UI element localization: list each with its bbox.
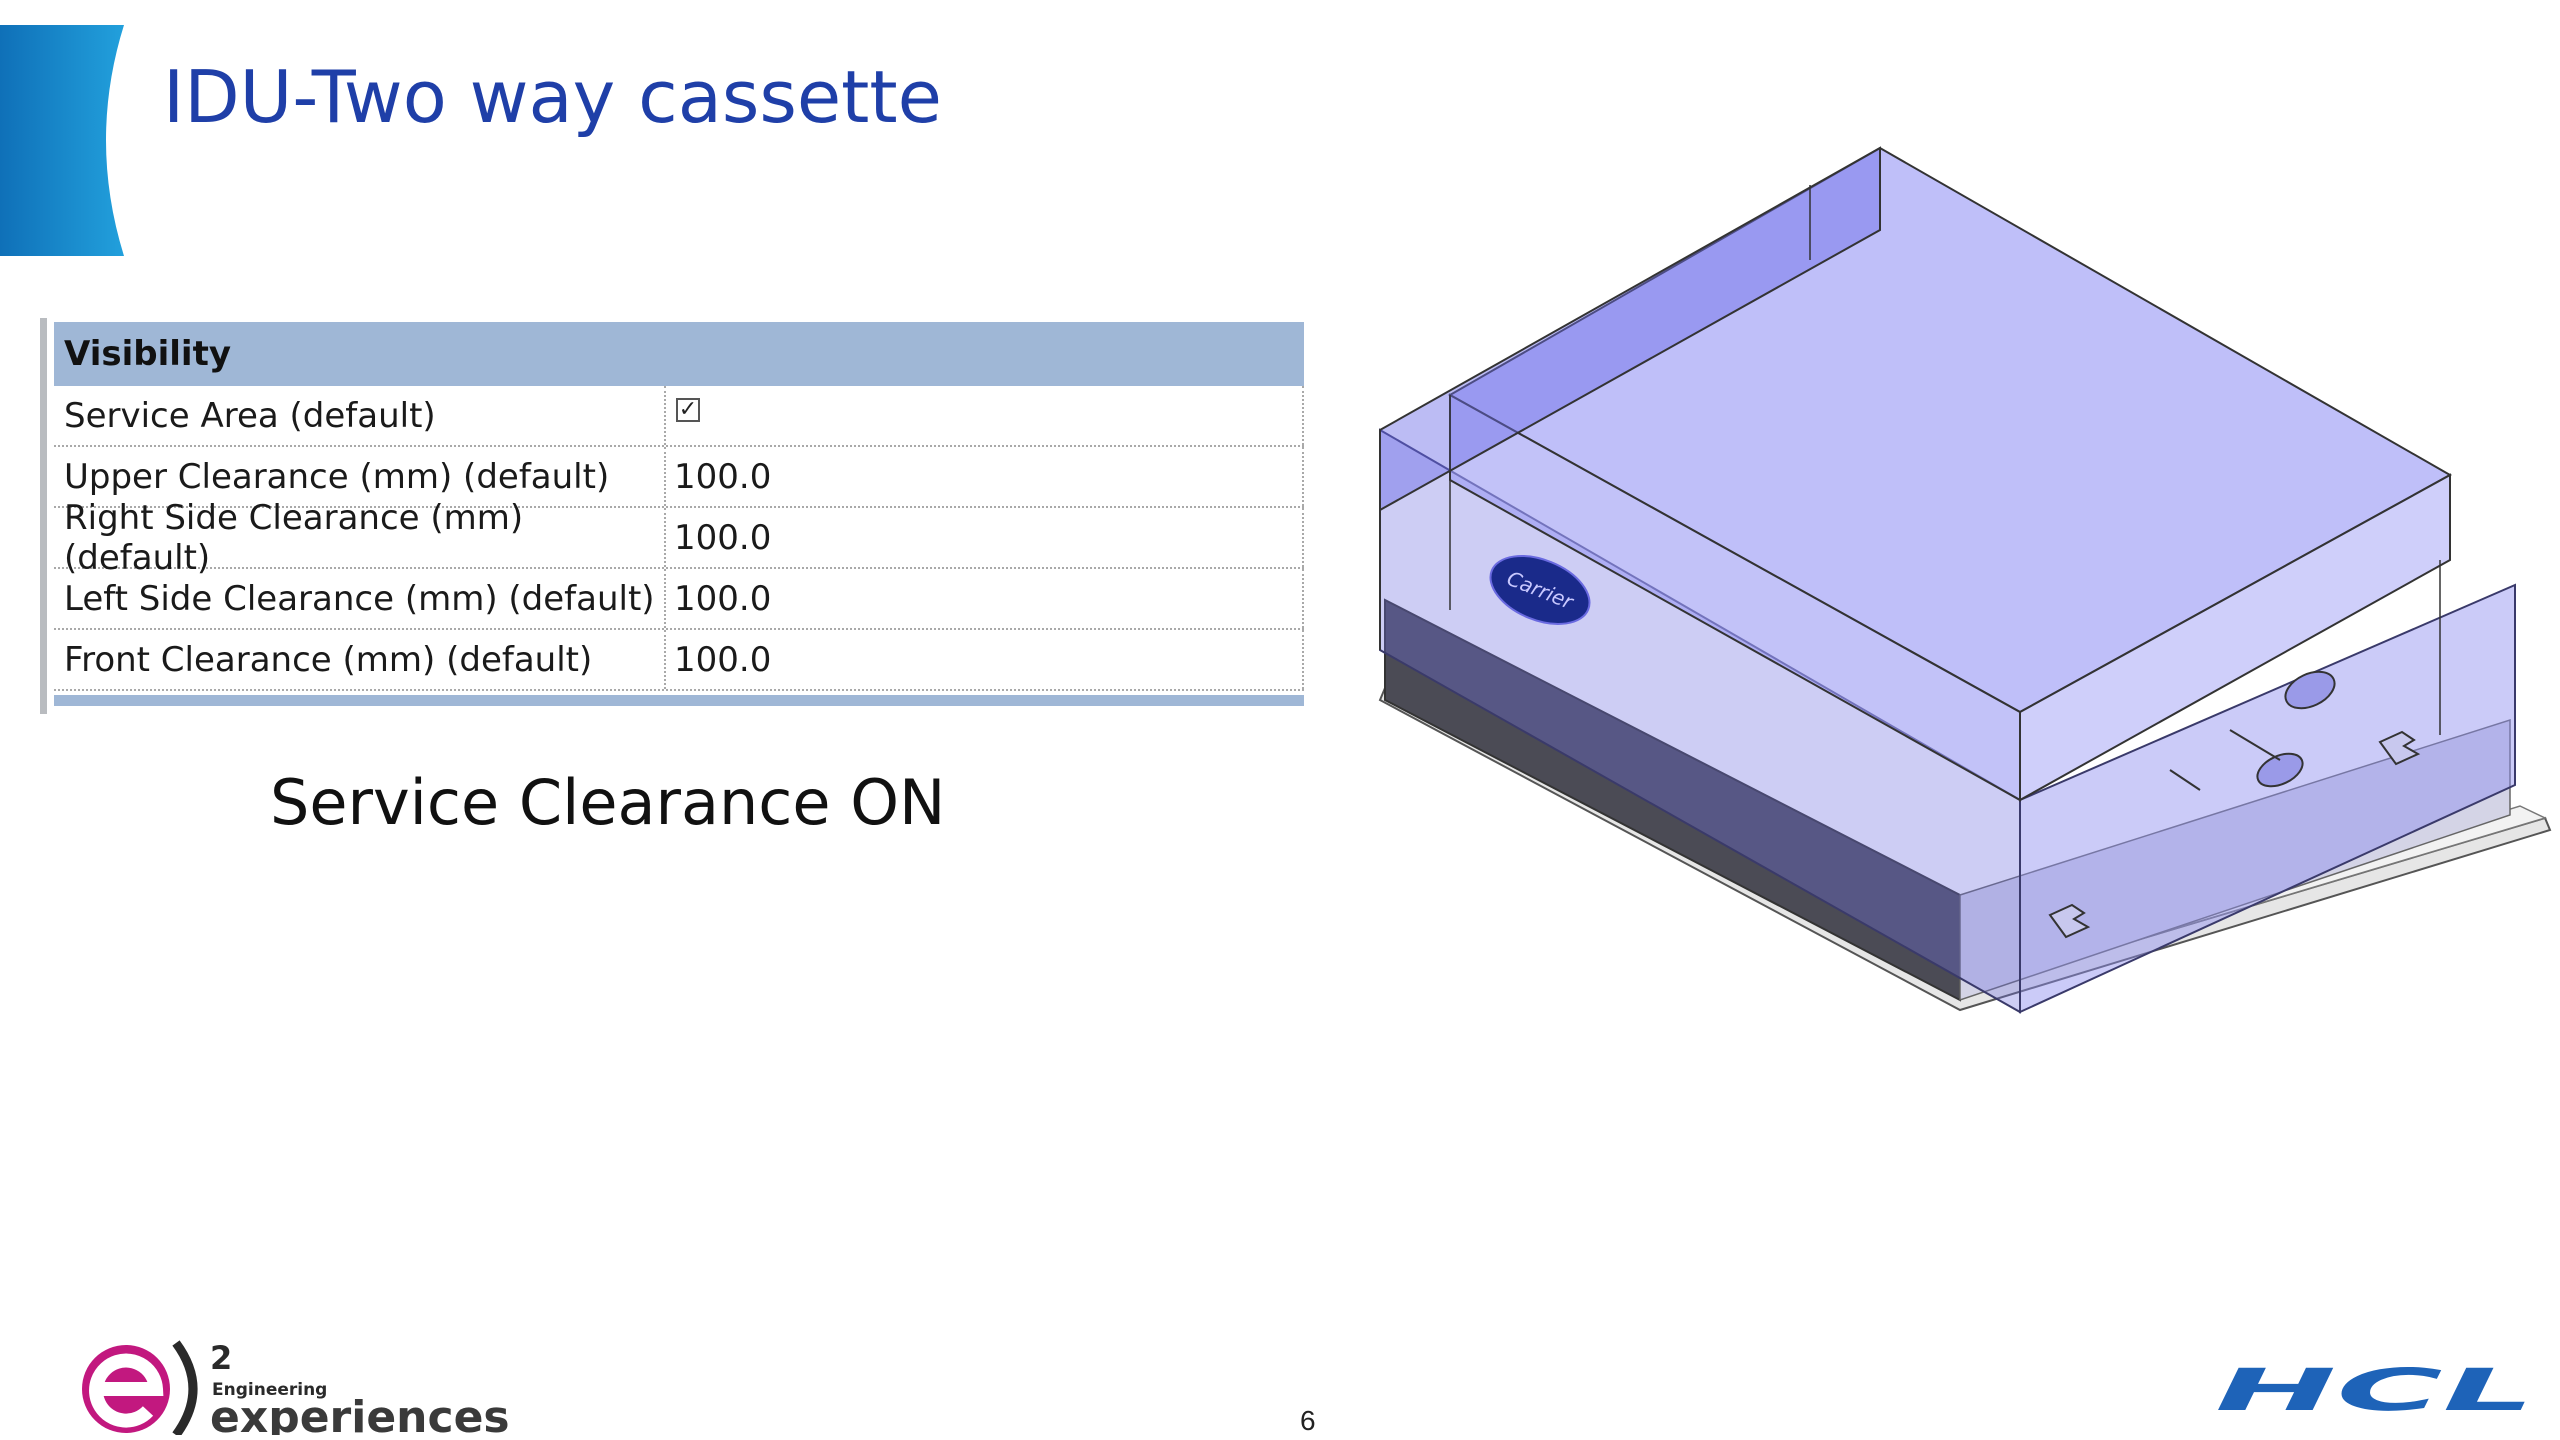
slide-title: IDU-Two way cassette	[163, 55, 942, 139]
e2e-small-text: Engineering	[212, 1380, 327, 1400]
property-row-right-side-clearance: Right Side Clearance (mm) (default) 100.…	[54, 498, 1304, 578]
left-side-clearance-field[interactable]: 100.0	[666, 569, 1304, 628]
title-accent-tab	[0, 25, 124, 256]
property-row-upper-clearance: Upper Clearance (mm) (default) 100.0	[54, 447, 1304, 508]
slide-caption: Service Clearance ON	[270, 766, 946, 839]
brand-badge	[1489, 555, 1591, 625]
property-row-service-area: Service Area (default) ✓	[54, 386, 1304, 447]
right-side-clearance-field[interactable]: 100.0	[666, 508, 1304, 567]
cassette-3d-model: Carrier	[1378, 146, 2552, 1014]
property-label: Upper Clearance (mm) (default)	[54, 447, 666, 506]
e2e-main-text: experiences	[210, 1392, 510, 1435]
property-row-front-clearance: Front Clearance (mm) (default) 100.0	[54, 630, 1304, 691]
property-row-left-side-clearance: Left Side Clearance (mm) (default) 100.0	[54, 569, 1304, 630]
hanger-bracket	[2378, 730, 2421, 766]
property-label: Right Side Clearance (mm) (default)	[54, 498, 666, 578]
upper-clearance-field[interactable]: 100.0	[666, 447, 1304, 506]
e2e-superscript: 2	[210, 1339, 232, 1377]
property-label: Front Clearance (mm) (default)	[54, 630, 666, 689]
clearance-upper-right	[2019, 473, 2451, 802]
hcl-logo-text: HCL	[2215, 1360, 2535, 1420]
e2e-logo: 2 Engineering experiences	[82, 1339, 510, 1435]
hcl-logo: HCL	[2215, 1360, 2535, 1420]
cassette-body-side	[1959, 718, 2511, 1002]
service-area-checkbox[interactable]: ✓	[676, 397, 700, 422]
clearance-box-right	[2019, 583, 2516, 1014]
front-clearance-field[interactable]: 100.0	[666, 630, 1304, 689]
page-number: 6	[1300, 1405, 1316, 1436]
group-title: Visibility	[64, 334, 231, 374]
properties-panel: Visibility Service Area (default) ✓ Uppe…	[40, 318, 1304, 714]
property-label: Left Side Clearance (mm) (default)	[54, 569, 666, 628]
panel-footer-bar	[54, 695, 1304, 706]
property-rows: Service Area (default) ✓ Upper Clearance…	[54, 386, 1304, 691]
hanger-bracket	[2048, 903, 2091, 939]
property-value-cell: ✓	[666, 386, 1304, 445]
property-label: Service Area (default)	[54, 386, 666, 445]
pipe-fitting	[2284, 670, 2336, 710]
visibility-group-header[interactable]: Visibility	[54, 322, 1304, 386]
